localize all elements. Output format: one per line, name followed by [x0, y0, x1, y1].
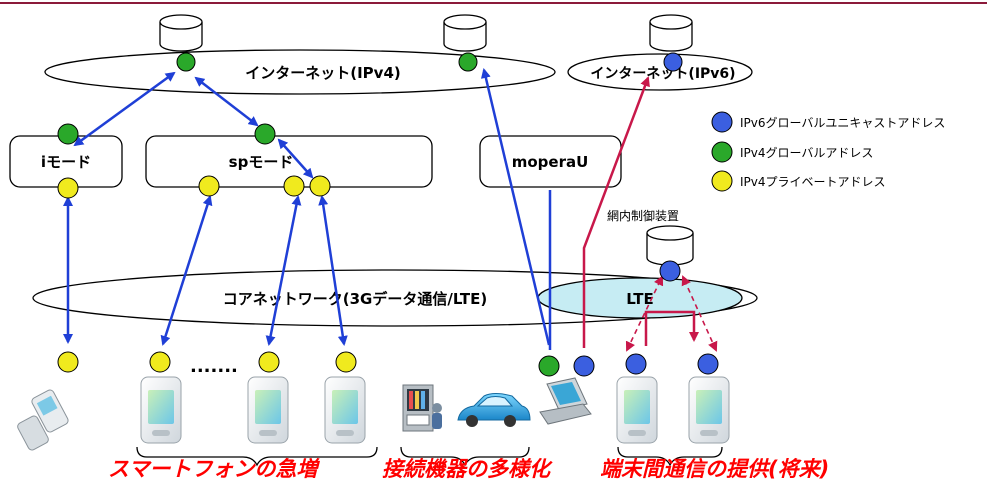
legend-ipv4-global-dot [711, 141, 733, 163]
moperau-label: moperaU [512, 153, 589, 171]
caption-p2p-future: 端末間通信の提供(将来) [600, 457, 829, 479]
ipv6-global-dot [663, 52, 683, 72]
spmode-label: spモード [229, 153, 294, 171]
laptop-icon [539, 377, 592, 425]
smartphone-icon [688, 376, 730, 444]
legend-ipv4-private-dot [711, 170, 733, 192]
legend-ipv6-label: IPv6グローバルユニキャストアドレス [740, 116, 945, 130]
smartphone-icon [324, 376, 366, 444]
arrow-dashed-right [681, 275, 718, 352]
ipv4-global-dot [458, 52, 478, 72]
core-network-label: コアネットワーク(3Gデータ通信/LTE) [223, 290, 488, 308]
ipv6-global-dot [625, 353, 647, 375]
arrow-laptop-ipv6 [582, 76, 650, 348]
arrow-spmode-internal [277, 138, 314, 179]
legend: IPv6グローバルユニキャストアドレス IPv4グローバルアドレス IPv4プラ… [711, 111, 945, 192]
ipv4-global-dot [538, 355, 560, 377]
arrow-spmode-phone1 [160, 195, 213, 346]
ipv4-private-dot [309, 175, 331, 197]
arrow-imode-internet [73, 71, 176, 147]
caption-device-diversity: 接続機器の多様化 [382, 457, 553, 479]
arrow-spmode-phone3 [318, 195, 348, 346]
moperau-box [479, 135, 622, 188]
ipv6-global-dot [659, 260, 681, 282]
ipv4-global-dot [176, 52, 196, 72]
database-cylinder-icon [443, 14, 487, 52]
database-cylinder-icon [646, 225, 694, 266]
ipv4-global-dot [254, 123, 276, 145]
database-cylinder-icon [159, 14, 203, 52]
ipv6-global-dot [573, 355, 595, 377]
ipv4-private-dot [57, 177, 79, 199]
internet-ipv4-label: インターネット(IPv4) [245, 64, 401, 82]
ipv4-private-dot [335, 351, 357, 373]
brace-smartphones [136, 446, 378, 467]
flip-phone-icon [17, 389, 69, 451]
internet-ipv6-label: インターネット(IPv6) [590, 66, 735, 82]
brace-devices [400, 446, 530, 467]
imode-label: iモード [41, 153, 91, 171]
ipv4-global-dot [57, 123, 79, 145]
ipv4-private-dot [57, 351, 79, 373]
legend-ipv6-dot [711, 111, 733, 133]
lte-label: LTE [626, 290, 654, 308]
legend-ipv4-private-label: IPv4プライベートアドレス [740, 175, 886, 189]
arrow-spmode-internet [194, 76, 259, 127]
device-ellipsis: ....... [190, 356, 238, 377]
vending-machine-icon [402, 384, 442, 432]
internet-ipv6-ellipse [567, 53, 753, 91]
ipv4-private-dot [149, 351, 171, 373]
ipv4-private-dot [258, 351, 280, 373]
smartphone-icon [140, 376, 182, 444]
arrow-dashed-left [625, 275, 664, 352]
smartphone-icon [616, 376, 658, 444]
smartphone-icon [247, 376, 289, 444]
ipv6-global-dot [697, 353, 719, 375]
caption-smartphone-growth: スマートフォンの急増 [108, 457, 320, 479]
ipv4-private-dot [198, 175, 220, 197]
control-device-label: 網内制御装置 [607, 208, 679, 223]
brace-p2p [617, 446, 723, 467]
legend-ipv4-global-label: IPv4グローバルアドレス [740, 146, 873, 160]
arrow-spmode-phone2 [265, 195, 302, 346]
database-cylinder-icon [649, 14, 693, 52]
arrow-laptop-internet [480, 68, 551, 346]
ipv4-private-dot [283, 175, 305, 197]
car-icon [457, 393, 531, 427]
